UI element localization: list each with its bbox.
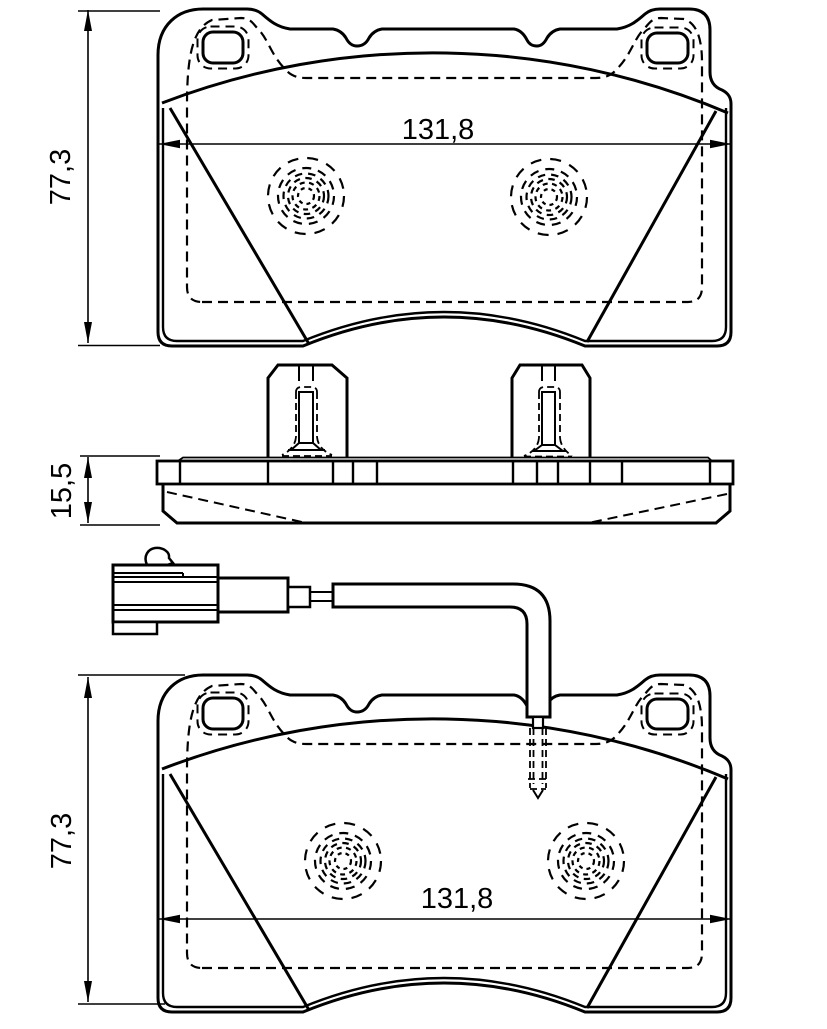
- pad-front-view-top: 77,3 131,8: [45, 7, 733, 348]
- spring-contact-mark-left: [266, 156, 346, 236]
- sensor-connector-foot: [111, 620, 159, 636]
- plate-band: [155, 459, 735, 486]
- dimension-width-top: 131,8: [159, 114, 731, 149]
- height-label-bottom: 77,3: [46, 813, 78, 869]
- sensor-connector-body: [111, 563, 220, 624]
- friction-chamfer-hidden-left: [166, 491, 303, 523]
- sensor-probe-tip: [532, 789, 544, 800]
- sensor-connector-tip: [286, 585, 312, 609]
- sensor-connector-latch: [144, 546, 176, 567]
- spring-contact-mark-right-bottom: [546, 821, 626, 901]
- friction-chamfer-hidden-right: [587, 493, 728, 524]
- plate-band-ticks: [178, 461, 712, 484]
- height-label-top: 77,3: [45, 149, 77, 205]
- friction-block: [161, 484, 732, 525]
- spring-contact-mark-left-bottom: [303, 821, 383, 901]
- sensor-probe-shoulder: [531, 715, 545, 730]
- thickness-label: 15,5: [46, 463, 78, 519]
- dimension-height-top: 77,3: [45, 10, 160, 347]
- dimension-width-bottom: 131,8: [159, 883, 731, 924]
- pad-front-view-bottom: 77,3 131,8: [46, 673, 733, 1014]
- dimension-height-bottom: 77,3: [46, 674, 185, 1005]
- guide-post-left: [266, 363, 349, 458]
- wear-sensor: [111, 546, 552, 800]
- shim-line: [177, 456, 713, 462]
- sensor-connector-neck: [216, 576, 290, 614]
- sensor-probe-hidden: [528, 728, 548, 790]
- width-label-bottom: 131,8: [421, 883, 494, 915]
- dimension-thickness: 15,5: [46, 455, 160, 526]
- width-label-top: 131,8: [402, 114, 475, 146]
- spring-contact-mark-right: [509, 157, 589, 237]
- guide-post-right: [510, 363, 592, 458]
- pad-side-view: 15,5: [46, 363, 735, 526]
